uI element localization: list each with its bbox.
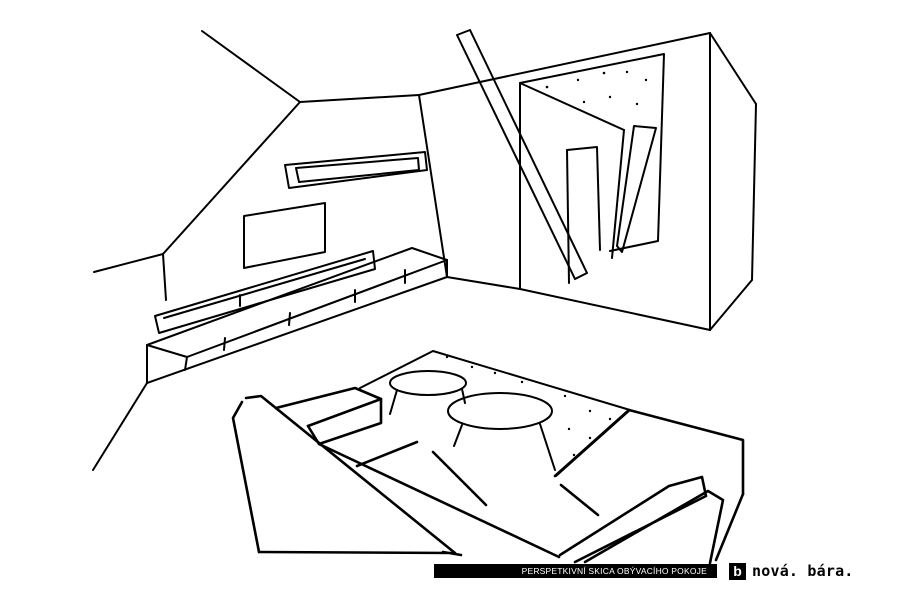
- coffee-table-large: [447, 392, 553, 430]
- tv-screen: [243, 202, 326, 269]
- rug-texture: [445, 355, 612, 457]
- sofa-back-left-lower: [231, 400, 261, 554]
- right-wall-vertical: [751, 103, 757, 281]
- sofa-front-cushion: [583, 489, 725, 565]
- inner-ceiling-line: [519, 82, 625, 131]
- rug-and-tables: [359, 350, 631, 477]
- back-wall-top: [418, 32, 711, 96]
- sofa-right-arm: [553, 408, 745, 496]
- brand-mark-icon: b: [729, 562, 746, 580]
- left-wall-edge: [93, 253, 164, 273]
- right-wall-bottom: [709, 279, 753, 331]
- sofa: [231, 386, 745, 565]
- media-unit-lines: [184, 269, 406, 371]
- table-legs: [389, 388, 556, 471]
- sofa-seat-line: [355, 440, 600, 517]
- diagonal-beam: [456, 29, 588, 280]
- sofa-armrest-front: [306, 397, 383, 446]
- brand-name: nová. bára.: [752, 562, 854, 580]
- caption-text: PERSPETKIVNÍ SKICA OBÝVACÍHO POKOJE: [521, 566, 707, 576]
- sofa-back-left: [244, 394, 457, 555]
- caption-bar: PERSPETKIVNÍ SKICA OBÝVACÍHO POKOJE: [434, 564, 717, 578]
- sofa-right-cushion: [558, 475, 708, 564]
- floor-left-edge: [92, 382, 148, 471]
- tv-shelf: [284, 151, 428, 189]
- inner-wall-line: [611, 129, 625, 259]
- opening-frame: [519, 53, 665, 252]
- opening-floor: [519, 288, 711, 331]
- inner-door-left: [566, 149, 570, 284]
- tv-shelf-inner: [295, 157, 420, 183]
- left-wall-vertical: [162, 253, 167, 301]
- ceiling-top-edge: [299, 94, 420, 103]
- media-unit-top: [146, 247, 448, 358]
- inner-post: [616, 125, 657, 253]
- right-wall-top: [709, 32, 757, 105]
- sofa-bottom: [257, 550, 463, 557]
- coffee-table-small: [389, 370, 467, 396]
- ceiling-slope-edge: [201, 30, 301, 103]
- brand-logo: b nová. bára.: [729, 560, 854, 582]
- soundbar-inner: [163, 258, 366, 319]
- sofa-armrest-back: [274, 386, 383, 428]
- ceiling-texture: [545, 70, 648, 106]
- back-wall-left-edge: [418, 94, 448, 278]
- inner-door: [566, 146, 601, 251]
- tv-wall: [146, 151, 448, 384]
- soundbar: [154, 250, 376, 334]
- sofa-seat-back: [317, 442, 561, 559]
- sofa-right-front: [714, 492, 745, 562]
- room-structure: [92, 29, 757, 471]
- roof-slope-line: [162, 101, 301, 255]
- rug: [359, 350, 631, 477]
- media-unit-front: [146, 259, 448, 384]
- back-wall-floor-line: [446, 276, 521, 290]
